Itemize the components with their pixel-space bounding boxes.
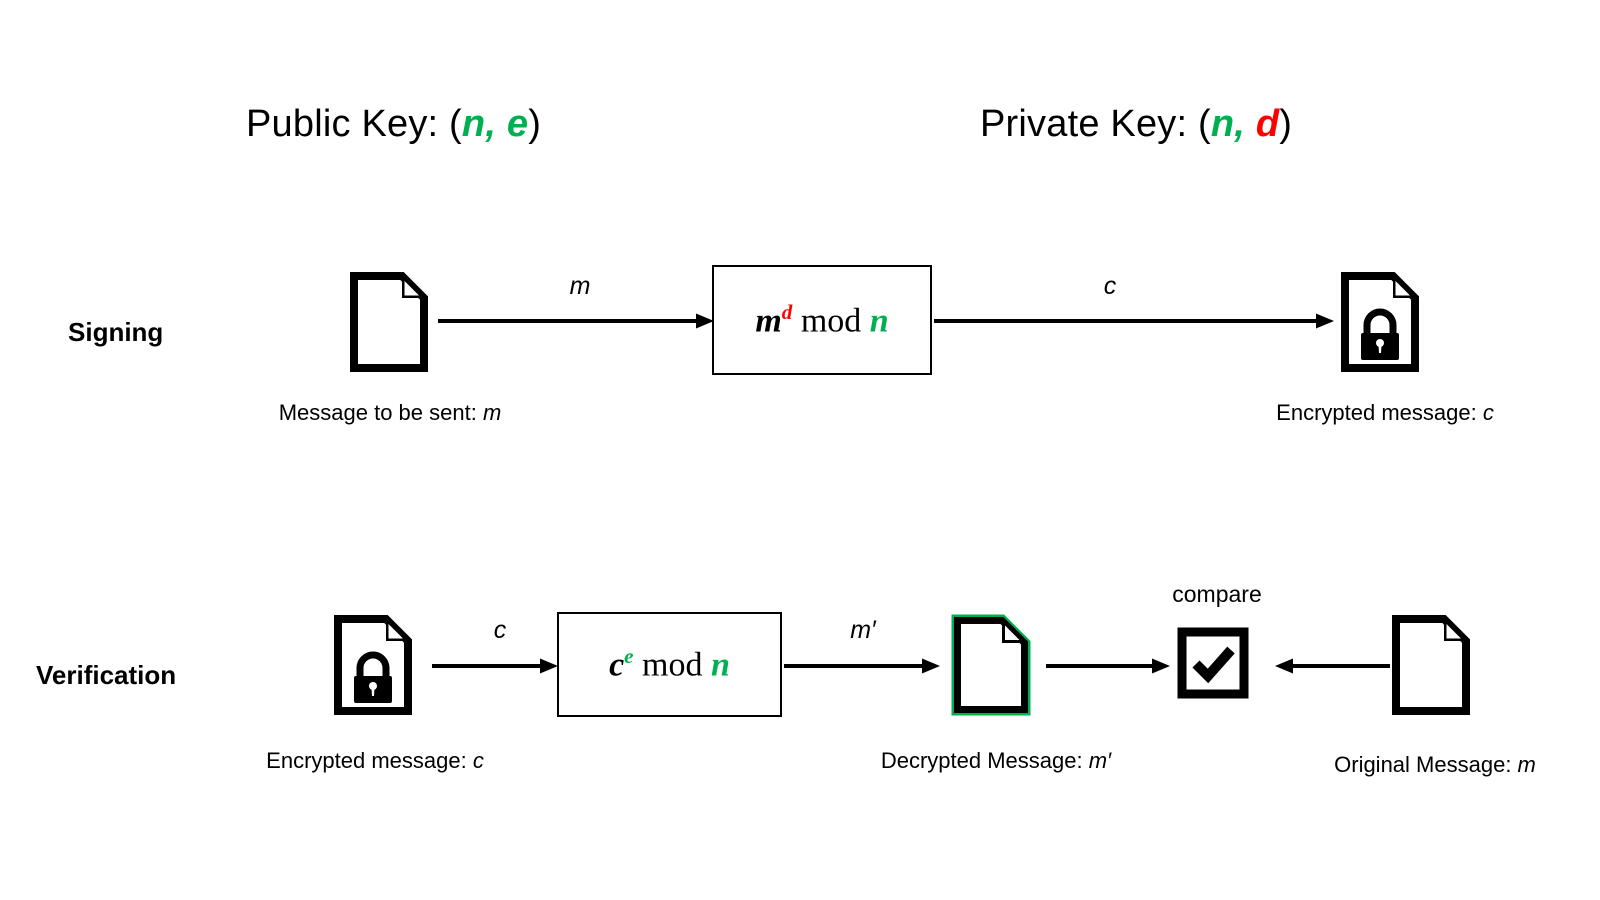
signing-source-caption-text: Message to be sent: (278, 400, 483, 425)
private-key-prefix: Private Key: ( (980, 103, 1211, 145)
checkbox-check-icon (1177, 627, 1249, 699)
document-icon-green (951, 614, 1031, 716)
verification-arrow-2 (784, 655, 940, 677)
private-key-separator: , (1234, 103, 1256, 145)
verification-arrow-1 (432, 655, 558, 677)
signing-result-caption-var: c (1482, 400, 1494, 425)
verification-original-caption-text: Original Message: (1334, 752, 1518, 777)
verification-original-caption: Original Message: m (1295, 752, 1575, 778)
verification-source-caption-var: c (472, 748, 484, 773)
document-icon (350, 272, 428, 372)
public-key-separator: , (485, 103, 507, 145)
signing-arrow1-label: m (569, 272, 591, 300)
signing-source-caption: Message to be sent: m (250, 400, 530, 426)
public-key-prefix: Public Key: ( (246, 103, 462, 145)
document-icon-original (1392, 615, 1470, 715)
private-key-suffix: ) (1279, 103, 1293, 145)
compare-label: compare (1172, 581, 1262, 607)
verification-decrypted-caption-text: Decrypted Message: (880, 748, 1089, 773)
signing-result-caption-text: Encrypted message: (1276, 400, 1483, 425)
verification-formula: ce mod n (609, 646, 730, 682)
public-key-suffix: ) (528, 103, 542, 145)
locked-document-icon-verification (334, 615, 412, 715)
row-label-verification: Verification (36, 660, 177, 690)
signing-arrow2-label: c (1103, 272, 1117, 300)
public-key-title: Public Key: (n, e) (246, 103, 541, 146)
signing-formula-modulus: n (869, 302, 889, 340)
signing-arrow-2 (934, 310, 1334, 332)
verification-decrypted-caption: Decrypted Message: m′ (851, 748, 1141, 774)
signing-formula-base: m (755, 302, 782, 340)
private-key-title: Private Key: (n, d) (980, 103, 1292, 146)
signing-source-caption-var: m (482, 400, 502, 425)
signing-formula-box: md mod n (712, 265, 932, 375)
signing-arrow-1 (438, 310, 714, 332)
signing-formula-mod: mod (800, 302, 862, 340)
verification-formula-base: c (609, 646, 625, 684)
signing-formula-exponent: d (781, 299, 793, 324)
row-label-signing: Signing (68, 317, 164, 347)
verification-formula-exponent: e (624, 644, 634, 669)
verification-formula-mod: mod (642, 646, 703, 684)
verification-original-caption-var: m (1517, 752, 1536, 777)
verification-arrow2-label: m′ (850, 616, 876, 644)
verification-source-caption: Encrypted message: c (235, 748, 515, 774)
verification-decrypted-caption-var: m′ (1088, 748, 1112, 773)
signing-formula: md mod n (755, 299, 889, 340)
verification-formula-modulus: n (710, 646, 730, 684)
private-key-var-n: n (1210, 103, 1235, 145)
private-key-var-d: d (1255, 103, 1280, 145)
public-key-var-n: n (461, 103, 486, 145)
verification-formula-box: ce mod n (557, 612, 782, 717)
locked-document-icon (1341, 272, 1419, 372)
verification-arrow1-label: c (493, 616, 507, 644)
verification-arrow-to-compare-left (1046, 655, 1170, 677)
verification-source-caption-text: Encrypted message: (266, 748, 473, 773)
signing-result-caption: Encrypted message: c (1245, 400, 1525, 426)
public-key-var-e: e (506, 103, 529, 145)
verification-arrow-to-compare-right (1275, 655, 1390, 677)
